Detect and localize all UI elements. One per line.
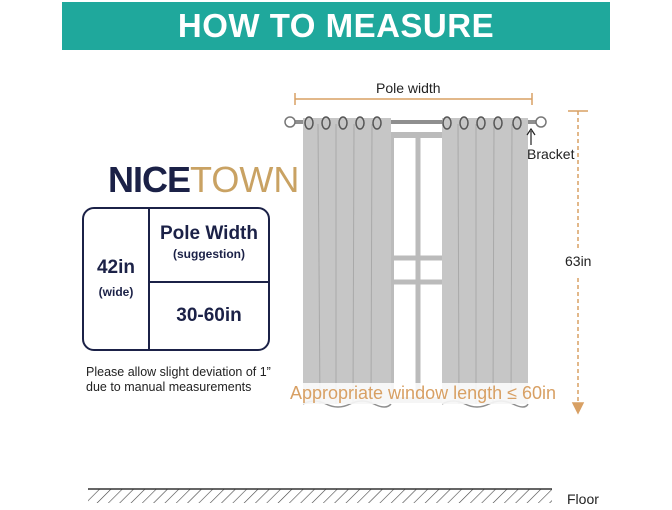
pole-width-subtitle: (suggestion)	[173, 247, 245, 261]
pole-width-dimension	[294, 93, 533, 105]
window-length-label: Appropriate window length ≤ 60in	[288, 383, 559, 404]
bracket-label: Bracket	[527, 146, 575, 162]
floor	[88, 488, 552, 503]
curtain-panel-right	[441, 116, 529, 408]
pole-width-header-cell: Pole Width (suggestion)	[150, 223, 268, 261]
curtain-length-label: 63in	[565, 253, 592, 269]
pole-width-title: Pole Width	[160, 223, 258, 244]
pole-width-range: 30-60in	[176, 305, 242, 326]
logo-part-nice: NICE	[108, 159, 191, 200]
size-table: 42in (wide) Pole Width (suggestion) 30-6…	[82, 207, 270, 351]
curtain-width-value: 42in	[96, 257, 136, 278]
note-line-2: due to manual measurements	[86, 380, 252, 394]
measurement-note: Please allow slight deviation of 1” due …	[86, 365, 296, 395]
window	[388, 132, 448, 403]
curtain-width-note: (wide)	[98, 285, 134, 299]
bracket-arrow-icon	[526, 127, 536, 145]
curtain-panel-left	[302, 116, 392, 408]
length-dimension	[568, 110, 588, 415]
table-divider-horizontal	[148, 281, 268, 283]
note-line-1: Please allow slight deviation of 1”	[86, 365, 271, 379]
logo-part-town: TOWN	[190, 159, 300, 200]
page-title: HOW TO MEASURE	[177, 7, 495, 44]
brand-logo: NICETOWN	[108, 160, 299, 200]
floor-label: Floor	[567, 491, 599, 507]
pole-width-label: Pole width	[376, 80, 441, 96]
curtain-width-cell: 42in (wide)	[84, 257, 148, 299]
table-divider-vertical	[148, 209, 150, 349]
header-banner: HOW TO MEASURE	[62, 2, 610, 50]
